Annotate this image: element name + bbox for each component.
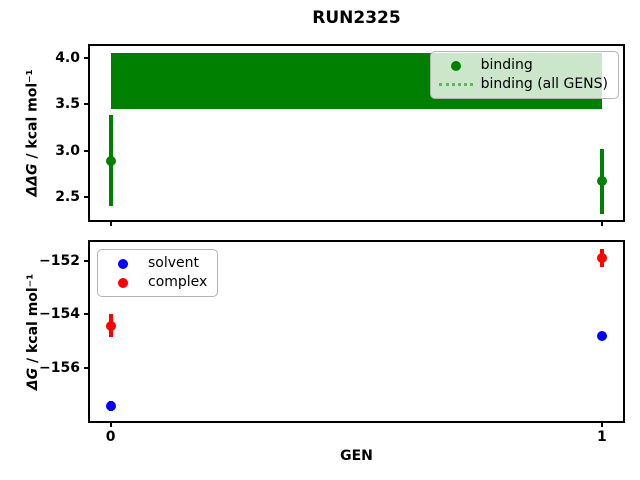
y-tick bbox=[84, 57, 88, 60]
y-tick-label: 4.0 bbox=[55, 50, 80, 67]
y-tick bbox=[84, 195, 88, 198]
dot-marker-icon bbox=[450, 60, 461, 71]
dot-marker-icon bbox=[118, 258, 128, 269]
x-axis-label: GEN bbox=[340, 448, 373, 464]
solvent-marker bbox=[105, 401, 116, 412]
legend: solvent complex bbox=[97, 249, 219, 297]
legend-handle bbox=[438, 83, 474, 86]
y-tick bbox=[84, 366, 88, 369]
binding-marker bbox=[596, 176, 607, 187]
legend-handle bbox=[105, 277, 141, 288]
y-tick bbox=[84, 149, 88, 152]
legend-entry: solvent bbox=[105, 254, 207, 273]
y-tick-label: −156 bbox=[39, 359, 80, 376]
dot-marker-icon bbox=[118, 277, 128, 288]
x-tick bbox=[600, 423, 603, 427]
legend-handle bbox=[105, 258, 141, 269]
legend-label: binding bbox=[480, 57, 533, 73]
y-tick-label: −154 bbox=[39, 306, 80, 323]
x-tick bbox=[600, 222, 603, 226]
binding-marker bbox=[105, 155, 116, 166]
legend-label: complex bbox=[148, 274, 208, 290]
x-tick bbox=[109, 222, 112, 226]
legend: binding binding (all GENS) bbox=[429, 51, 619, 99]
components-subplot: −152 −154 −156 0 1 solvent complex bbox=[39, 240, 625, 445]
solvent-marker bbox=[596, 330, 607, 341]
legend-entry: binding bbox=[438, 56, 608, 75]
legend-label: solvent bbox=[148, 255, 200, 271]
complex-marker bbox=[105, 320, 116, 331]
y-tick-label: −152 bbox=[39, 252, 80, 269]
legend-entry: complex bbox=[105, 273, 207, 292]
legend-label: binding (all GENS) bbox=[480, 76, 608, 92]
y-tick-label: 3.0 bbox=[55, 142, 80, 159]
y-tick-label: 2.5 bbox=[55, 188, 80, 205]
complex-marker bbox=[596, 253, 607, 264]
x-tick bbox=[109, 423, 112, 427]
y-tick bbox=[84, 313, 88, 316]
x-tick-label: 1 bbox=[597, 429, 607, 445]
y-axis-label-binding: ΔΔG / kcal mol⁻¹ bbox=[25, 69, 41, 196]
y-tick bbox=[84, 259, 88, 262]
legend-handle bbox=[438, 60, 474, 71]
legend-entry: binding (all GENS) bbox=[438, 75, 608, 94]
y-tick-label: 3.5 bbox=[55, 96, 80, 113]
binding-subplot: 4.0 3.5 3.0 2.5 binding binding (all GENS) bbox=[55, 44, 625, 226]
dotted-line-icon bbox=[438, 83, 473, 86]
y-tick bbox=[84, 103, 88, 106]
x-tick-label: 0 bbox=[105, 429, 116, 445]
plot-title: RUN2325 bbox=[312, 8, 401, 28]
